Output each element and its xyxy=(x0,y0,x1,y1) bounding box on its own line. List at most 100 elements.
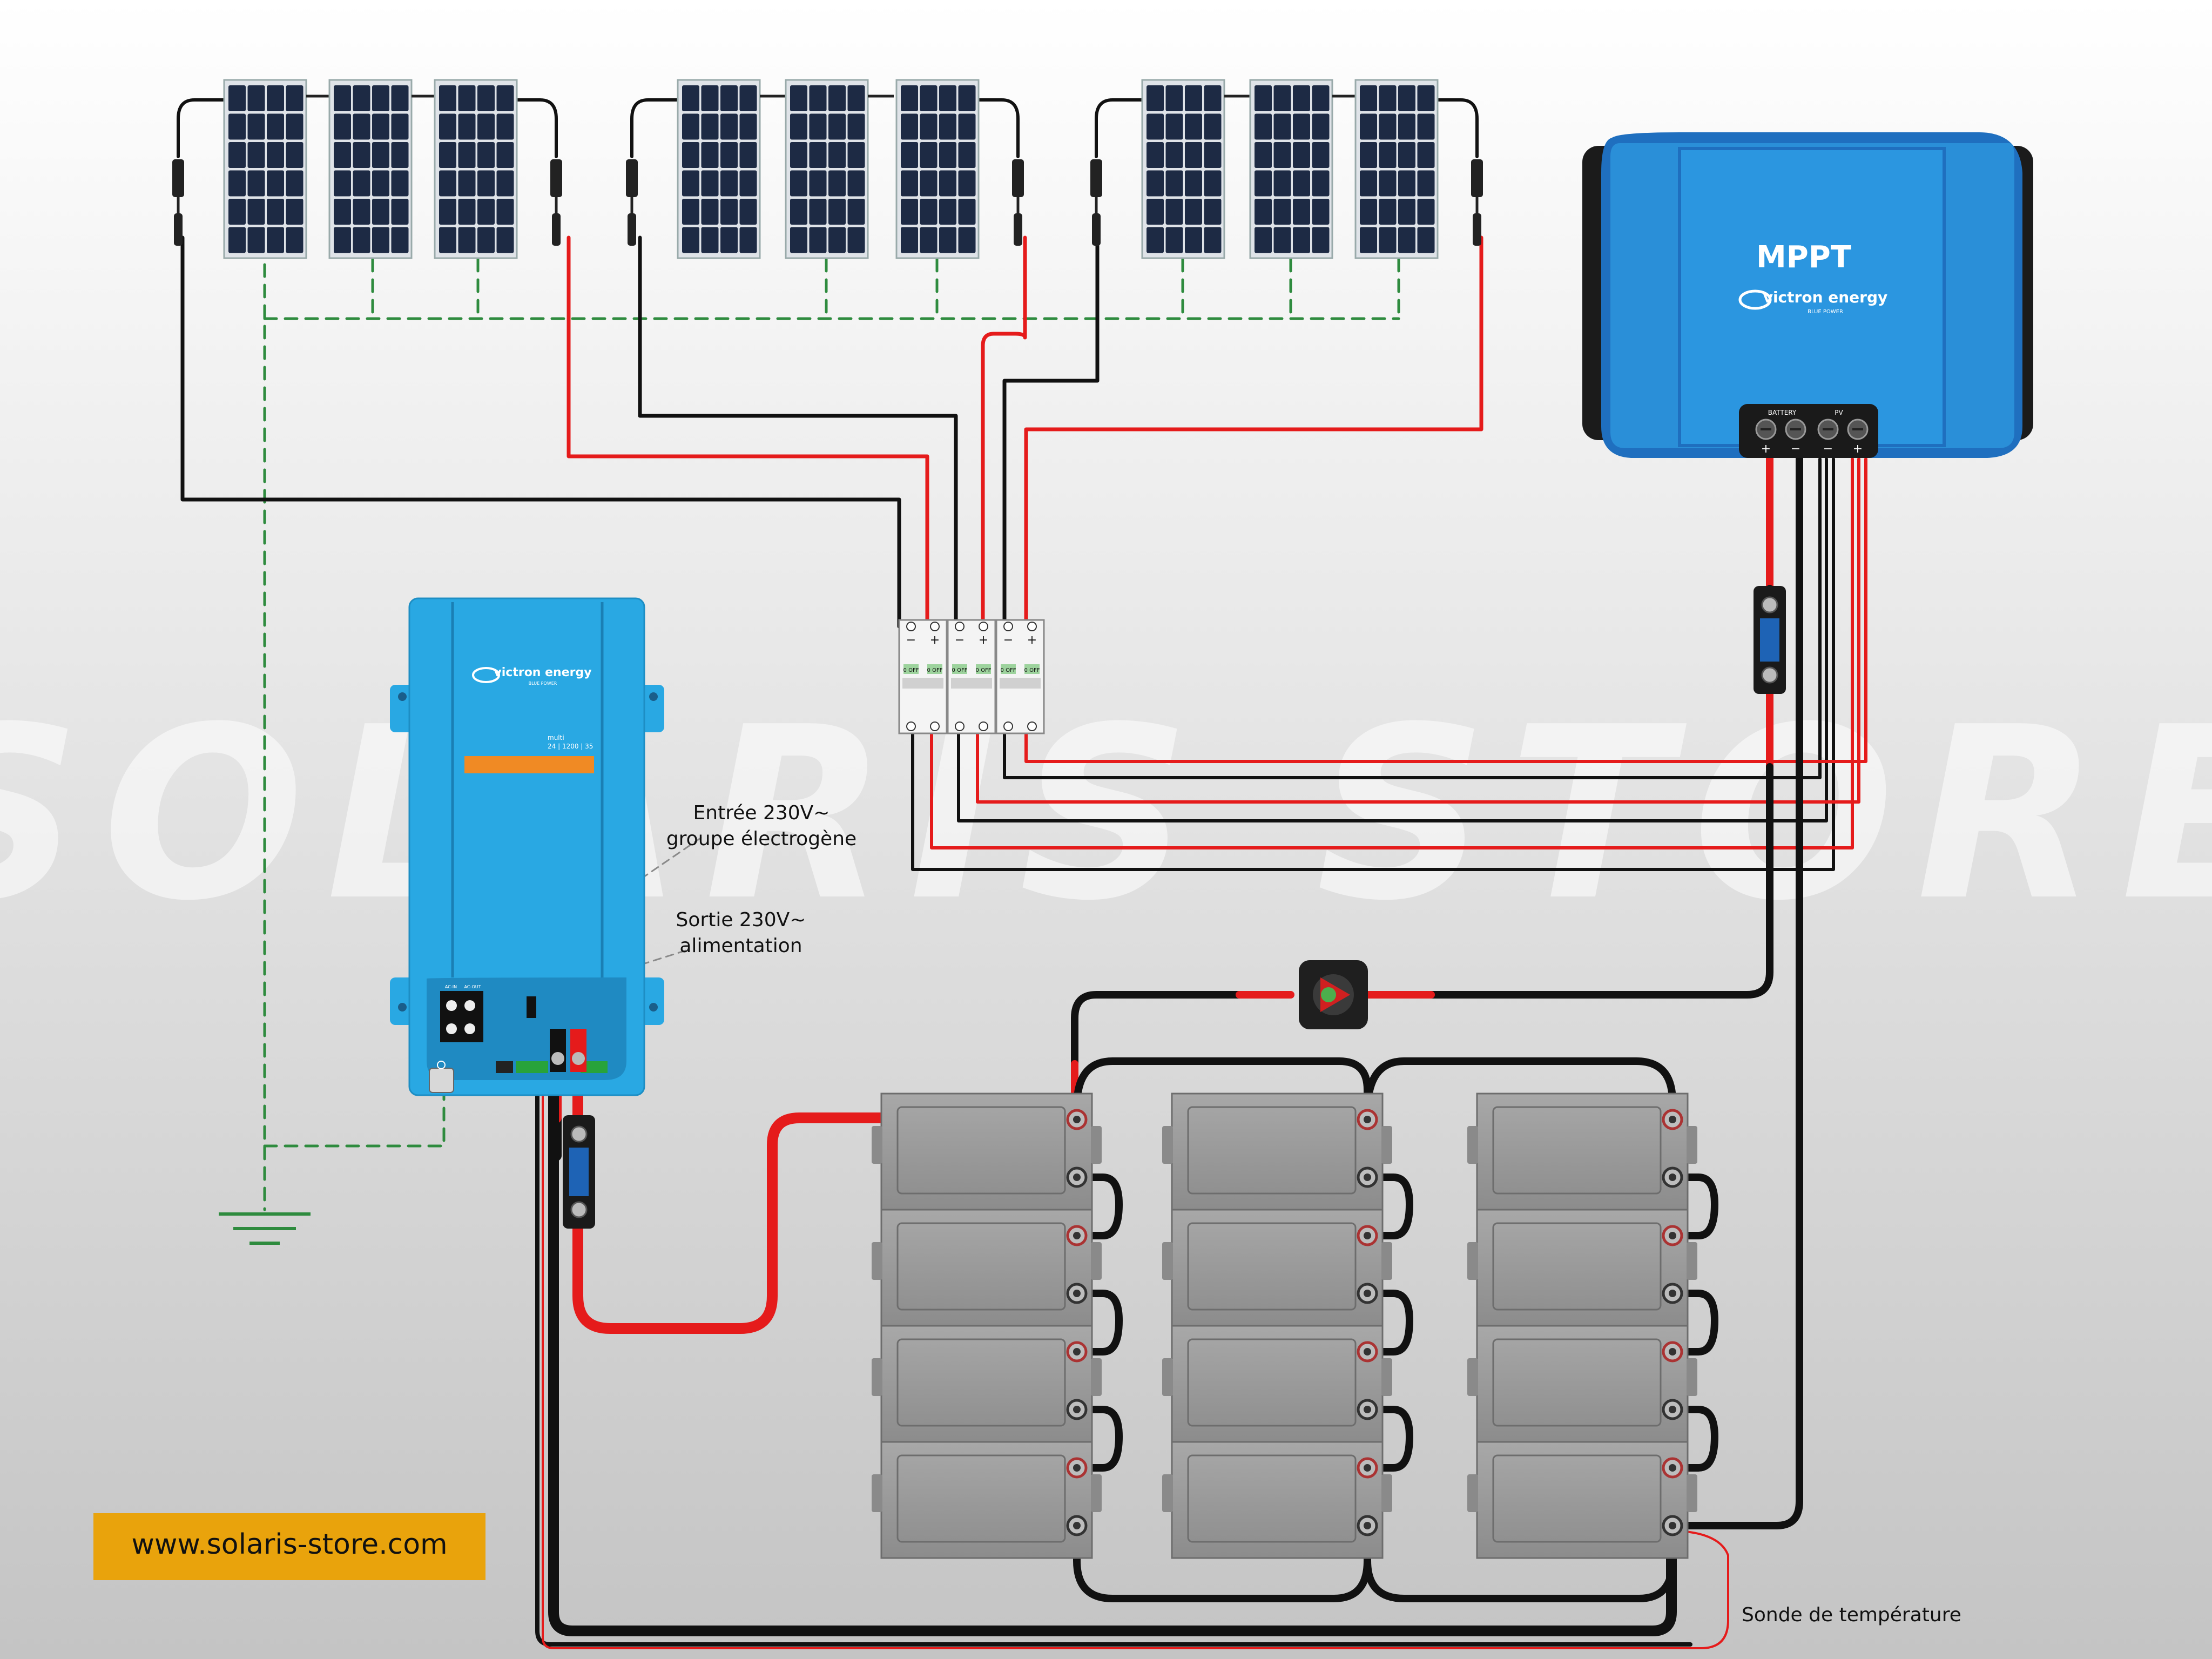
mc4-connector xyxy=(1092,213,1101,246)
series-jumper xyxy=(1073,1174,1123,1239)
breaker-body[interactable] xyxy=(898,619,948,734)
website-badge[interactable]: www.solaris-store.com xyxy=(93,1513,485,1580)
solar-cell xyxy=(809,142,827,168)
solar-cell xyxy=(286,142,304,168)
battery-handle xyxy=(1467,1126,1478,1164)
solar-cell xyxy=(809,227,827,253)
solar-cell xyxy=(286,170,304,197)
solar-cell xyxy=(247,113,265,140)
battery-2-2 xyxy=(1162,1209,1392,1327)
solar-cell xyxy=(1255,85,1272,111)
breaker3-out-neg xyxy=(1003,457,1822,779)
website-url[interactable]: www.solaris-store.com xyxy=(131,1528,447,1561)
switch-indicator xyxy=(1321,987,1336,1002)
solar-cell xyxy=(739,142,757,168)
inverter-brand-sub: BLUE POWER xyxy=(529,681,557,686)
solar-cell xyxy=(496,113,514,140)
solar-cell xyxy=(958,199,976,225)
solar-cell xyxy=(790,227,807,253)
breaker-screw xyxy=(979,721,988,731)
breaker1-out-pos xyxy=(930,457,1854,849)
solar-cell xyxy=(939,142,956,168)
battery-handle xyxy=(1091,1474,1102,1512)
battery-case xyxy=(1476,1209,1689,1327)
terminal-bolt xyxy=(1669,1522,1676,1529)
mppt-minus-label: − xyxy=(1791,442,1800,456)
solar-cell xyxy=(1312,227,1330,253)
solar-cell xyxy=(353,85,370,111)
breaker-minus-label: − xyxy=(1003,633,1013,647)
solar-cell xyxy=(353,142,370,168)
breaker-body[interactable] xyxy=(947,619,996,734)
solar-cell xyxy=(496,142,514,168)
solar-cell xyxy=(1312,142,1330,168)
solar-cell xyxy=(720,199,738,225)
solar-cell xyxy=(1312,199,1330,225)
solar-cell xyxy=(267,199,284,225)
solar-panel-1-2 xyxy=(328,79,437,259)
inverter-orange-band xyxy=(464,756,594,773)
solar-cell xyxy=(1165,142,1183,168)
solar-cell xyxy=(1255,170,1272,197)
battery-handle xyxy=(1687,1242,1697,1280)
solar-cell xyxy=(439,199,456,225)
solar-cell xyxy=(496,170,514,197)
solar-cell xyxy=(477,85,495,111)
mppt-title: MPPT xyxy=(1756,240,1851,275)
battery-disconnect-switch[interactable] xyxy=(1299,960,1368,1029)
solar-cell xyxy=(790,85,807,111)
solar-panel-1-1 xyxy=(223,79,332,259)
solar-cell xyxy=(901,199,918,225)
solar-cell xyxy=(828,170,846,197)
solar-cell xyxy=(334,113,351,140)
breaker-body[interactable] xyxy=(995,619,1045,734)
solar-cell xyxy=(391,113,409,140)
solar-cell xyxy=(847,85,865,111)
battery-handle xyxy=(1381,1242,1392,1280)
parallel-top-link-1 xyxy=(1073,1057,1371,1123)
solar-cell xyxy=(477,142,495,168)
battery-case xyxy=(880,1325,1093,1443)
parallel-top-link-2 xyxy=(1364,1057,1676,1123)
solar-cell xyxy=(267,227,284,253)
solar-cell xyxy=(1273,113,1291,140)
breaker-screw xyxy=(930,622,940,631)
solar-cell xyxy=(682,142,699,168)
series-jumper xyxy=(1073,1406,1123,1472)
battery-handle xyxy=(1467,1358,1478,1396)
breaker-indicator xyxy=(1024,664,1040,674)
mc4-connector xyxy=(1473,213,1481,246)
solar-cell xyxy=(720,142,738,168)
terminal-bolt xyxy=(1669,1348,1676,1355)
solar-cell xyxy=(1147,199,1164,225)
mppt-battery-pos-run xyxy=(1427,763,1773,999)
solar-cell xyxy=(790,113,807,140)
solar-cell xyxy=(353,170,370,197)
panel-lead-right xyxy=(977,98,1020,158)
solar-cell xyxy=(1147,142,1164,168)
solar-cell xyxy=(1360,142,1377,168)
solar-cell xyxy=(1398,199,1415,225)
solar-panel-1-3 xyxy=(434,79,518,259)
solar-cell xyxy=(701,85,719,111)
inverter-body xyxy=(408,597,645,1096)
terminal-bolt xyxy=(1073,1464,1081,1472)
breaker2-out-pos xyxy=(976,457,1860,804)
battery-handle xyxy=(1091,1242,1102,1280)
mppt-terminal-block xyxy=(1739,404,1878,458)
solar-cell xyxy=(901,142,918,168)
solar-cell xyxy=(682,170,699,197)
solar-cell xyxy=(701,170,719,197)
ac-in-label: AC-IN xyxy=(445,984,457,989)
panel-lead-right xyxy=(1436,98,1479,158)
solar-cell xyxy=(1185,170,1202,197)
solar-cell xyxy=(939,85,956,111)
solar-cell xyxy=(458,170,476,197)
